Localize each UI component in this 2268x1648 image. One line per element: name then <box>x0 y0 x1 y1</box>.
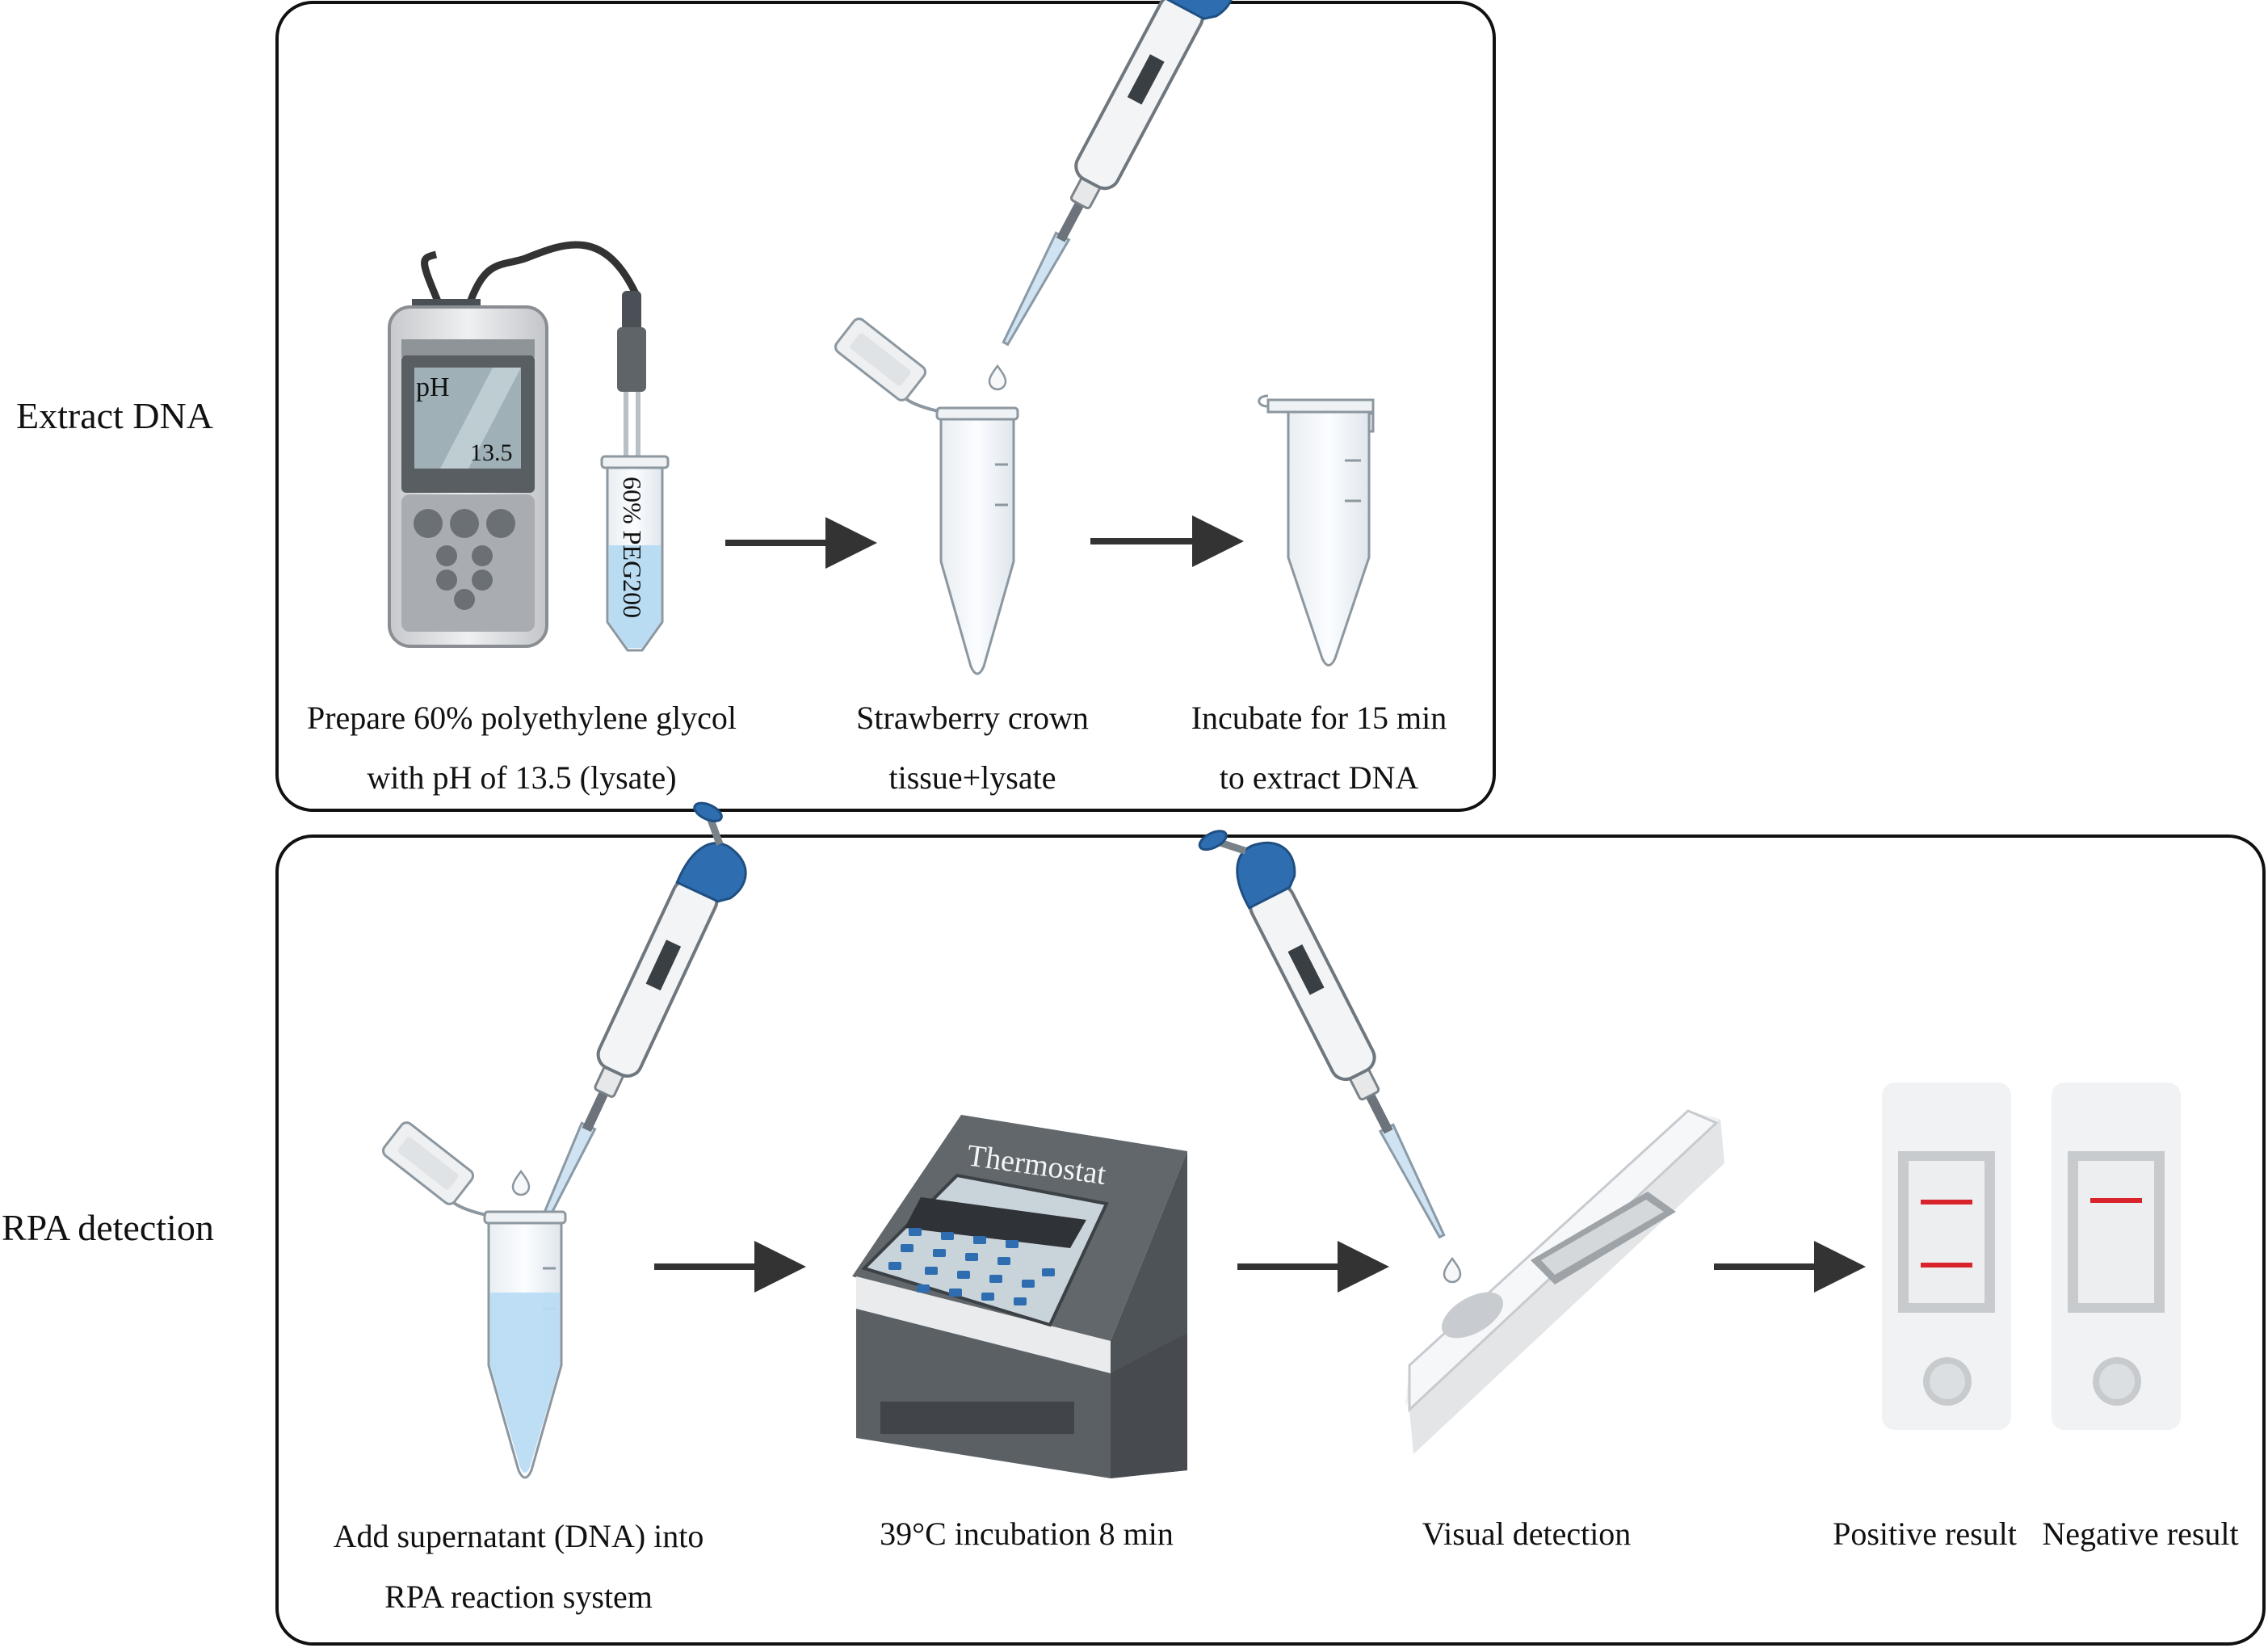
step4-caption-line2: RPA reaction system <box>384 1579 653 1615</box>
rpa-detection-label: RPA detection <box>2 1207 214 1248</box>
negative-result-card <box>2052 1083 2181 1430</box>
step2-caption-line2: tissue+lysate <box>889 759 1056 796</box>
test-cassette-tilted <box>1405 1109 1724 1454</box>
peg-tube-label: 60% PEG200 <box>618 477 647 618</box>
ph-reading: 13.5 <box>470 439 513 466</box>
step5-caption: 39°C incubation 8 min <box>880 1516 1174 1552</box>
step2-caption-line1: Strawberry crown <box>856 700 1089 736</box>
positive-result-caption: Positive result <box>1833 1516 2017 1552</box>
thermostat-illustration: Thermostat <box>852 1115 1187 1478</box>
pipette-icon <box>502 799 767 1251</box>
negative-result-caption: Negative result <box>2042 1516 2238 1552</box>
ph-meter-illustration: pH 13.5 60% PEG200 <box>388 241 670 652</box>
step4-caption-line1: Add supernatant (DNA) into <box>334 1518 704 1554</box>
step1-caption-line1: Prepare 60% polyethylene glycol <box>307 700 737 736</box>
droplet-icon <box>988 364 1007 391</box>
droplet-icon <box>511 1170 531 1196</box>
step3-caption-line2: to extract DNA <box>1220 759 1419 796</box>
ph-label: pH <box>416 372 450 402</box>
step6-caption: Visual detection <box>1422 1516 1632 1552</box>
droplet-icon <box>1443 1257 1462 1284</box>
positive-result-card <box>1882 1083 2011 1430</box>
closed-tube-icon <box>1258 394 1375 666</box>
rpa-detection-panel <box>275 835 2266 1646</box>
pipette-icon <box>972 0 1257 361</box>
step1-caption-line2: with pH of 13.5 (lysate) <box>367 759 676 796</box>
tube-with-sample-icon <box>379 1118 567 1479</box>
step3-caption-line1: Incubate for 15 min <box>1191 700 1447 736</box>
control-line <box>1921 1200 1972 1204</box>
extract-dna-panel <box>275 1 1496 812</box>
control-line <box>2090 1198 2142 1203</box>
pipette-icon <box>1197 805 1476 1254</box>
test-line <box>1921 1263 1972 1268</box>
extract-dna-label: Extract DNA <box>16 395 213 436</box>
open-tube-icon <box>831 314 1019 675</box>
